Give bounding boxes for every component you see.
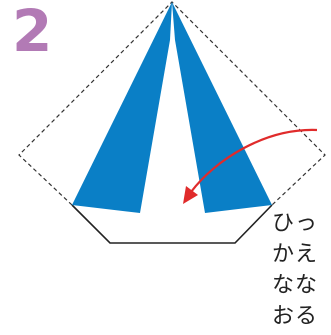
caption-line: なな (272, 273, 319, 298)
caption-line: おる (272, 304, 319, 329)
dashed-fold-outline (18, 1, 326, 206)
solid-bottom-outline (71, 204, 273, 244)
curved-arrow-icon (190, 128, 318, 193)
left-blue-flap (72, 2, 172, 213)
arrowhead-icon (183, 186, 198, 204)
step-number: 2 (12, 0, 53, 65)
caption-line: ひっ (272, 211, 319, 236)
caption-line: かえ (272, 242, 319, 267)
instruction-caption: ひっ かえ なな おる (272, 208, 331, 332)
right-blue-flap (172, 2, 272, 213)
